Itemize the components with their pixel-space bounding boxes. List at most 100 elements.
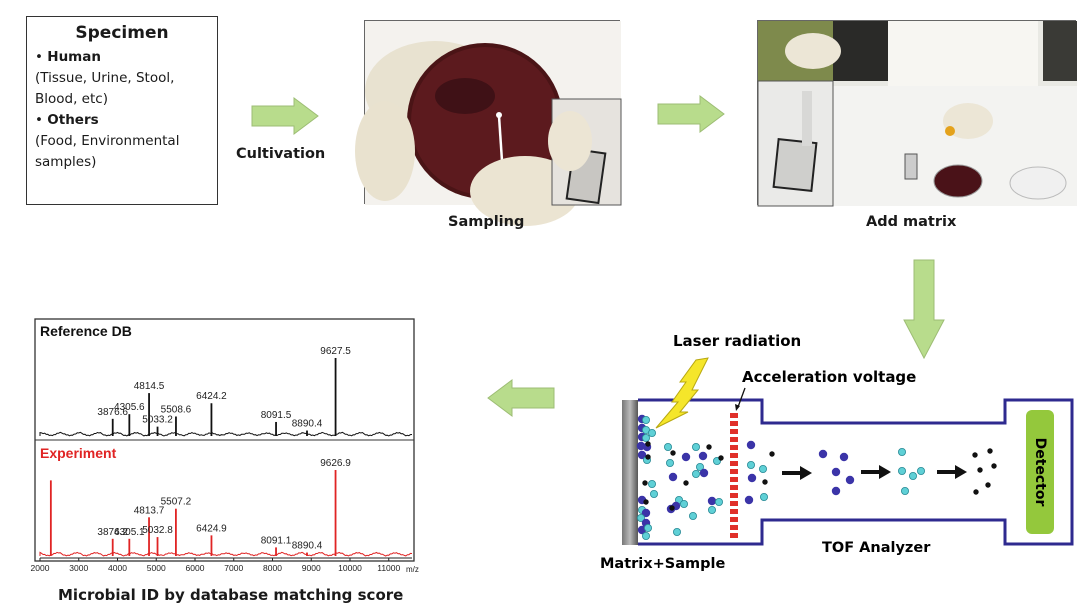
ion-large [641,508,651,518]
ion-large [839,452,849,462]
peak-label: 9626.9 [320,458,351,469]
specimen-title: Specimen [75,23,169,43]
ion-small [977,467,983,473]
ion-matrix [648,479,657,488]
grid-segment [730,421,738,426]
grid-segment [730,429,738,434]
ion-large [818,449,828,459]
ion-small [670,450,676,456]
x-tick-label: 8000 [263,563,282,573]
laser-bolt-icon [655,357,709,429]
grid-segment [730,437,738,442]
specimen-heading-others: Others [47,112,99,128]
peak-label: 8890.4 [292,419,323,430]
ion-matrix [644,523,653,532]
flight-arrow-icon [937,465,967,479]
grid-segment [730,461,738,466]
detector [1026,410,1054,534]
step-label-final: Microbial ID by database matching score [58,586,404,604]
arrow-left-icon [487,379,555,417]
ion-matrix [897,447,906,456]
peak-label: 5033.2 [142,415,173,426]
grid-segment [730,493,738,498]
x-tick-label: 6000 [186,563,205,573]
grid-segment [730,445,738,450]
ion-large [668,472,678,482]
x-tick-label: 3000 [69,563,88,573]
sampling-photo [355,20,622,226]
grid-segment [730,453,738,458]
sampling-image [355,21,622,226]
specimen-item-human: • Human [35,47,209,68]
grid-segment [730,525,738,530]
ion-matrix [692,469,701,478]
mass-spectrum-chart: Reference DB Experiment 3876.64305.64814… [31,318,419,574]
ion-matrix [708,505,717,514]
ion-matrix [642,416,651,425]
ion-large [845,475,855,485]
ion-large [637,450,647,460]
peak-label: 4814.5 [134,381,165,392]
grid-segment [730,533,738,538]
ion-large [699,468,709,478]
ion-large [746,440,756,450]
ion-small [973,489,979,495]
peak-label: 5032.8 [142,525,173,536]
ion-small [706,444,712,450]
arrow-down-icon [903,259,945,360]
x-tick-label: 9000 [302,563,321,573]
ion-large [747,473,757,483]
specimen-heading-human: Human [47,49,101,65]
peak-label: 3876.6 [97,407,128,418]
specimen-detail: (Food, Environmental [35,133,180,149]
ion-small [669,505,675,511]
ion-matrix [637,513,646,522]
grid-segment [730,517,738,522]
ion-matrix [758,464,767,473]
acceleration-grid [730,413,738,538]
ion-matrix [900,486,909,495]
ion-matrix [642,531,651,540]
x-tick-label: 5000 [147,563,166,573]
ion-matrix [746,460,755,469]
spectrum-baseline [39,551,413,557]
tof-analyzer-label: TOF Analyzer [822,540,931,556]
ion-small [769,451,775,457]
peak-label: 4305.1 [114,527,145,538]
add-matrix-photo [757,20,1077,207]
peak-label: 4305.6 [114,402,145,413]
grid-segment [730,477,738,482]
ion-large [681,452,691,462]
grid-segment [730,485,738,490]
step-label-cultivation: Cultivation [236,146,326,162]
step-label-sampling: Sampling [448,214,525,230]
ion-matrix [689,511,698,520]
bullet: • [35,49,43,65]
specimen-detail: Blood, etc) [35,91,108,107]
maldi-tof-diagram: Laser radiation Acceleration voltage Det… [600,332,1074,572]
ion-matrix [666,458,675,467]
step-label-add-matrix: Add matrix [866,214,957,230]
specimen-detail: (Tissue, Urine, Stool, [35,70,175,86]
ion-matrix [759,492,768,501]
grid-segment [730,469,738,474]
ion-small [991,463,997,469]
ion-large [831,486,841,496]
ion-small [718,455,724,461]
laser-radiation-label: Laser radiation [673,332,801,350]
experiment-spectrum: 3876.24305.14813.75032.85507.26424.98091… [39,458,413,557]
ion-small [645,454,651,460]
ion-matrix [664,443,673,452]
series-label-reference: Reference DB [40,323,132,339]
peak-label: 8091.1 [261,535,292,546]
bullet: • [35,112,43,128]
x-tick-label: 11000 [377,563,400,573]
specimen-item-others: • Others [35,110,209,131]
ion-small [683,480,689,486]
peak-label: 3876.2 [97,527,128,538]
ion-small [985,482,991,488]
peak-label: 8890.4 [292,541,323,552]
ion-matrix [650,489,659,498]
ion-small [762,479,768,485]
ion-small [643,499,649,505]
